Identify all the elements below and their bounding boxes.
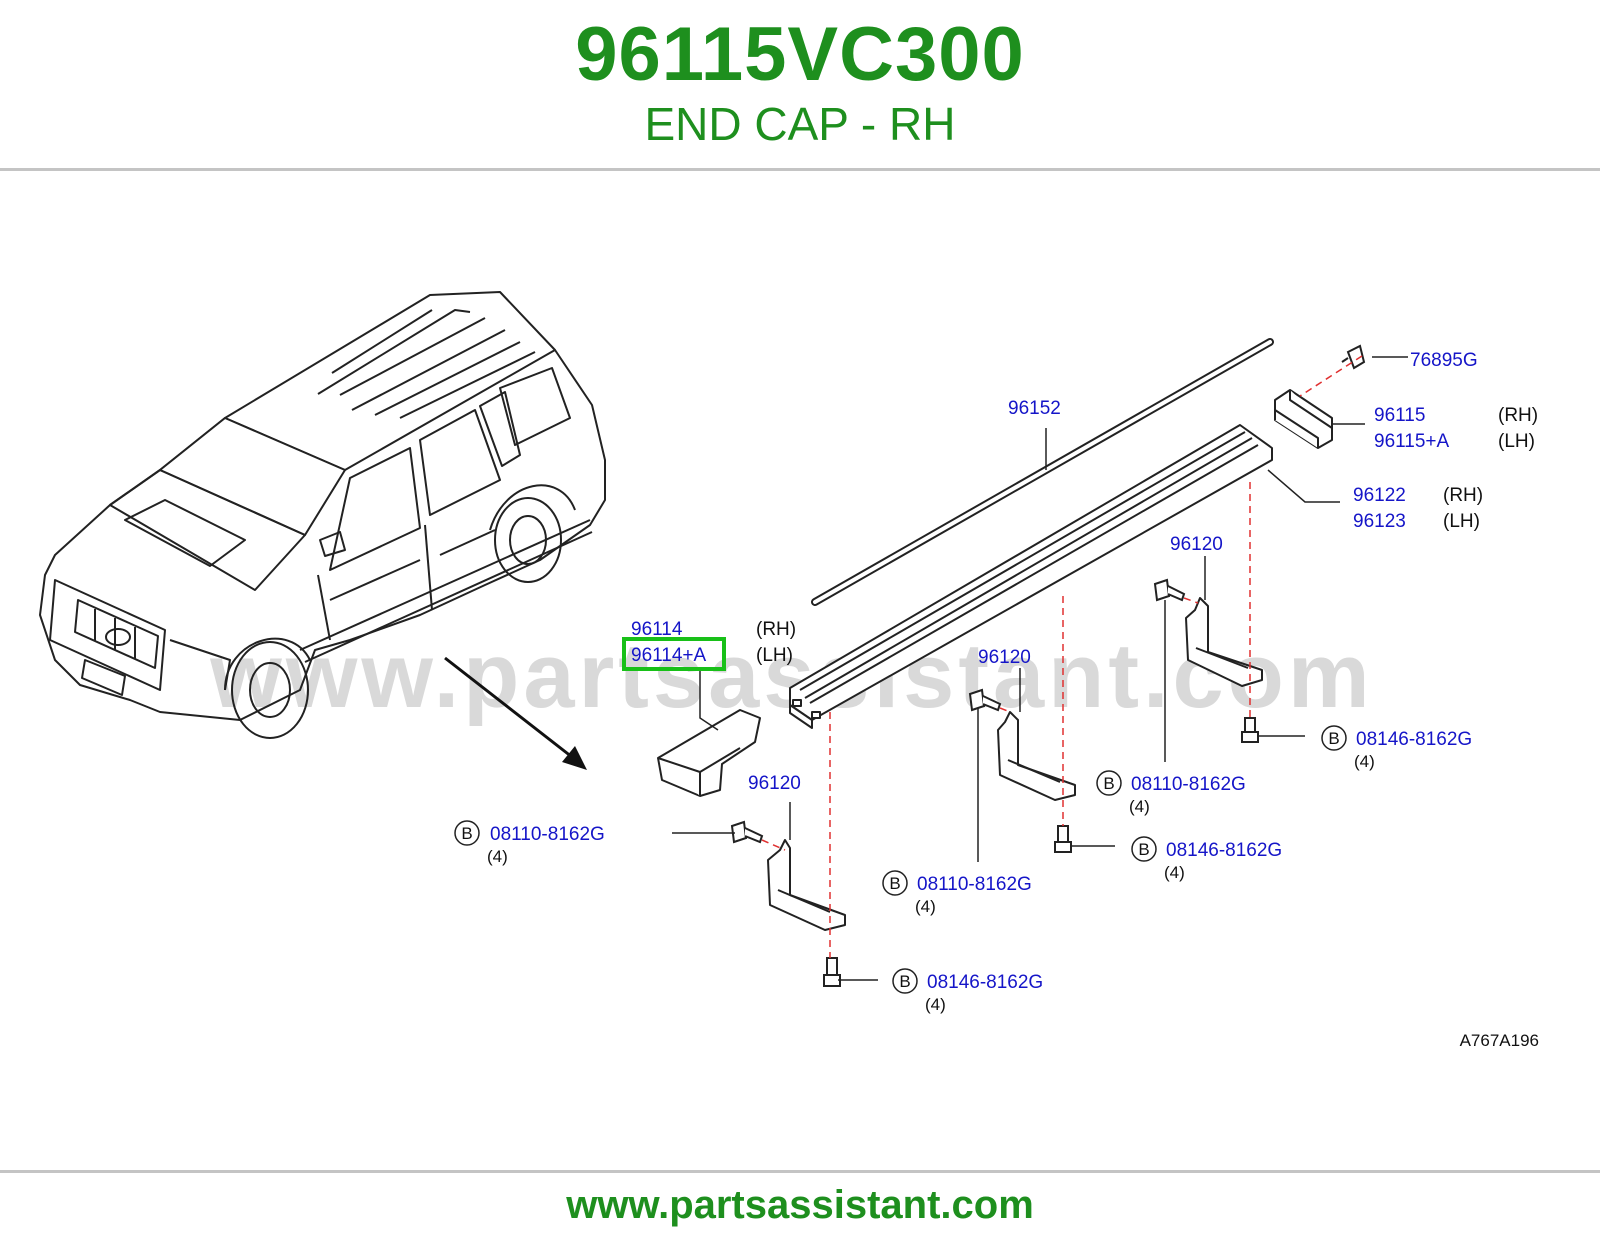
callout-08146-front: B 08146-8162G (4) — [892, 968, 1043, 1014]
end-cap-front-part — [657, 709, 761, 797]
bracket-part-rear — [1185, 597, 1263, 687]
callout-08110-left: B 08110-8162G (4) — [454, 820, 605, 866]
badge-b: B — [1103, 774, 1114, 793]
label-96120-middle: 96120 — [978, 647, 1031, 668]
assembly-lines — [761, 355, 1363, 958]
badge-b: B — [461, 824, 472, 843]
header-divider — [0, 168, 1600, 171]
badge-b: B — [1138, 840, 1149, 859]
bracket-part-middle — [997, 711, 1076, 801]
qty-08110-left: (4) — [487, 847, 508, 866]
footer-divider — [0, 1170, 1600, 1173]
footer-website-link[interactable]: www.partsassistant.com — [566, 1183, 1034, 1227]
label-96115A: 96115+A — [1374, 431, 1450, 452]
qty-08110-middle: (4) — [915, 897, 936, 916]
label-08110-middle: 08110-8162G — [917, 874, 1032, 895]
bolt-08146-rear — [1241, 717, 1259, 743]
vehicle-illustration — [39, 291, 606, 739]
label-96122: 96122 — [1353, 485, 1406, 506]
bolt-08146-middle — [1054, 825, 1072, 853]
badge-b: B — [1328, 729, 1339, 748]
running-board-part — [789, 424, 1273, 729]
page-header: 96115VC300 END CAP - RH — [0, 0, 1600, 168]
bolt-08110-rear — [1153, 578, 1186, 602]
label-96114: 96114 — [631, 619, 683, 640]
side-rh-96115: (RH) — [1498, 405, 1538, 426]
label-08110-left: 08110-8162G — [490, 824, 605, 845]
label-08146-middle: 08146-8162G — [1166, 840, 1282, 861]
callout-08110-rear: B 08110-8162G (4) — [1096, 770, 1246, 816]
label-96123: 96123 — [1353, 511, 1406, 532]
bolt-08110-middle — [968, 688, 1002, 712]
side-lh-96123: (LH) — [1443, 511, 1480, 532]
callout-08110-middle: B 08110-8162G (4) — [882, 870, 1032, 916]
part-name-subtitle: END CAP - RH — [644, 98, 956, 150]
side-rh-96114: (RH) — [756, 619, 796, 640]
qty-08146-middle: (4) — [1164, 863, 1185, 882]
label-96120-front: 96120 — [748, 773, 801, 794]
side-lh-96114A: (LH) — [756, 645, 793, 666]
label-08146-rear: 08146-8162G — [1356, 729, 1472, 750]
bolt-08146-front — [823, 957, 841, 987]
qty-08110-rear: (4) — [1129, 797, 1150, 816]
leader-lines — [672, 356, 1408, 981]
direction-arrow — [444, 656, 587, 770]
label-76895G: 76895G — [1410, 350, 1478, 371]
callout-08146-rear: B 08146-8162G (4) — [1321, 725, 1472, 771]
qty-08146-front: (4) — [925, 995, 946, 1014]
part-number-title: 96115VC300 — [575, 12, 1025, 97]
molding-strip-part — [811, 338, 1274, 606]
end-cap-rh-part — [1274, 389, 1333, 449]
label-96152: 96152 — [1008, 398, 1061, 419]
label-96120-rear: 96120 — [1170, 534, 1223, 555]
badge-b: B — [889, 874, 900, 893]
diagram-reference-code: A767A196 — [1460, 1031, 1539, 1050]
bracket-part-front — [767, 839, 846, 931]
side-rh-96122: (RH) — [1443, 485, 1483, 506]
label-08110-rear: 08110-8162G — [1131, 774, 1246, 795]
label-96114A: 96114+A — [631, 645, 707, 666]
parts-diagram-svg: www.partsassistant.com — [39, 291, 1539, 1050]
label-96115: 96115 — [1374, 405, 1425, 426]
callout-08146-middle: B 08146-8162G (4) — [1131, 836, 1282, 882]
highlight-box-96114A — [622, 637, 726, 671]
qty-08146-rear: (4) — [1354, 752, 1375, 771]
bolt-08110-front — [730, 820, 764, 844]
side-lh-96115A: (LH) — [1498, 431, 1535, 452]
badge-b: B — [899, 972, 910, 991]
parts-diagram: www.partsassistant.com — [0, 171, 1600, 1170]
label-08146-front: 08146-8162G — [927, 972, 1043, 993]
